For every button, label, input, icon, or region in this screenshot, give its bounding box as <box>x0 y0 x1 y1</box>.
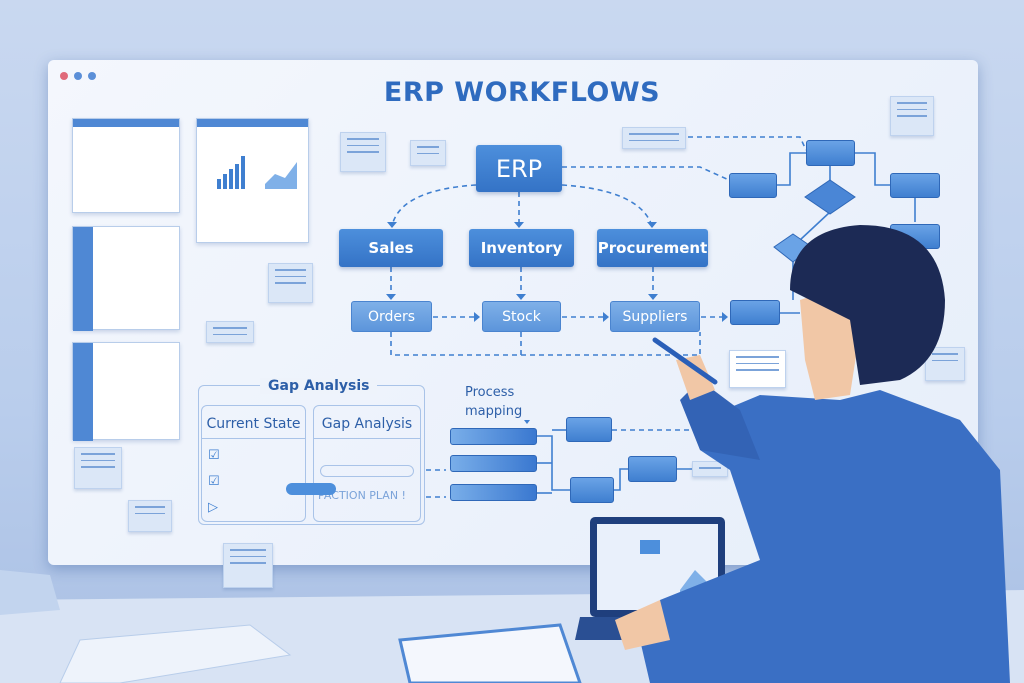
sticky-note <box>268 263 313 303</box>
checklist: ☑ ☑ ▷ <box>202 439 305 525</box>
window-dot-red <box>60 72 68 80</box>
flow-box <box>628 456 677 482</box>
flow-box <box>729 173 777 198</box>
flow-box <box>730 300 780 325</box>
right-hand <box>676 355 715 400</box>
gap-analysis-title: Gap Analysis <box>260 378 378 394</box>
check-icon: ☑ <box>208 474 220 489</box>
board-title: ERP WORKFLOWS <box>383 77 661 108</box>
stock-node: Stock <box>482 301 561 332</box>
action-plan-label: PACTION PLAN ! <box>318 489 406 502</box>
current-state-title: Current State <box>202 406 305 439</box>
sticky-note <box>622 127 686 149</box>
procurement-node: Procurement <box>597 229 708 267</box>
flow-box <box>806 140 855 166</box>
sticky-note <box>729 350 786 388</box>
marker <box>652 337 718 385</box>
process-mapping-label: Process mapping <box>465 385 523 419</box>
papers <box>59 624 292 683</box>
sticky-note <box>340 132 386 172</box>
left-hand <box>615 600 670 650</box>
current-state-card: Current State ☑ ☑ ▷ <box>201 405 306 522</box>
shirt <box>640 390 1010 683</box>
process-bar <box>450 428 537 445</box>
play-icon: ▷ <box>208 500 218 515</box>
process-bar <box>450 455 537 472</box>
process-bar <box>450 484 537 501</box>
mock-form-window <box>72 226 180 331</box>
sticky-note <box>410 140 446 166</box>
arm <box>680 380 760 460</box>
check-icon: ☑ <box>208 448 220 463</box>
inventory-node: Inventory <box>469 229 574 267</box>
hair <box>790 225 945 385</box>
slider-handle <box>286 483 336 495</box>
flow-box <box>566 417 612 442</box>
sales-node: Sales <box>339 229 443 267</box>
gap-analysis-card: Gap Analysis PACTION PLAN ! <box>313 405 421 522</box>
window-dot-blue <box>74 72 82 80</box>
sticky-note <box>890 96 934 136</box>
sticky-note <box>74 447 122 489</box>
mock-chart-window <box>196 118 309 243</box>
sticky-note <box>692 461 728 477</box>
flow-box <box>570 477 614 503</box>
sticky-note <box>206 321 254 343</box>
gap-analysis-card-title: Gap Analysis <box>314 406 420 439</box>
sticky-note <box>128 500 172 532</box>
erp-node: ERP <box>476 145 562 192</box>
sticky-note <box>223 543 273 588</box>
clipboard <box>398 623 582 683</box>
mock-dashboard-window <box>72 118 180 213</box>
orders-node: Orders <box>351 301 432 332</box>
mock-list-window <box>72 342 180 441</box>
flow-box <box>890 173 940 198</box>
window-dot-blue <box>88 72 96 80</box>
books <box>0 570 60 615</box>
suppliers-node: Suppliers <box>610 301 700 332</box>
